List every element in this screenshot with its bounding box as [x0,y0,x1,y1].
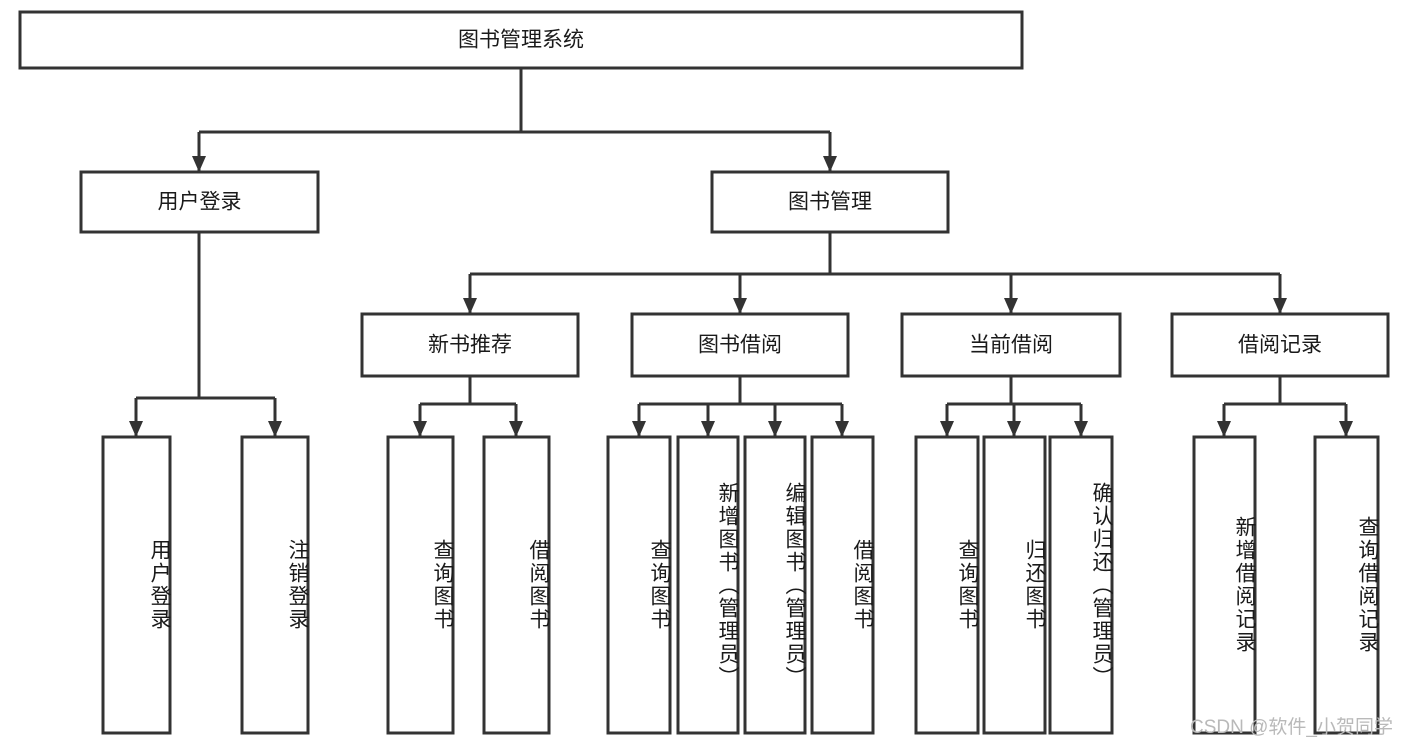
connector-layer [129,68,1353,437]
arrow-head-icon [823,156,837,172]
node-box-layer [18,10,1390,735]
arrow-head-icon [768,421,782,437]
node-leaf-4[interactable] [606,435,672,735]
connector-borrow-to-leaves [637,376,844,437]
node-level2-3-label: 借阅记录 [1238,334,1322,357]
arrow-head-icon [940,421,954,437]
arrow-head-icon [413,421,427,437]
node-level2-2[interactable] [900,312,1122,378]
node-leaf-12[interactable] [1313,435,1380,735]
arrow-head-icon [733,298,747,314]
node-leaf-2[interactable] [386,435,455,735]
arrow-head-icon [463,298,477,314]
arrow-head-icon [1074,421,1088,437]
connector-newbook-to-leaves [418,376,518,437]
node-leaf-8[interactable] [914,435,980,735]
node-level2-1[interactable] [630,312,850,378]
node-level1-1[interactable] [710,170,950,234]
arrow-head-icon [192,156,206,172]
node-leaf-9[interactable] [982,435,1047,735]
node-root-图书管理系统-label: 图书管理系统 [458,29,584,52]
node-leaf-10[interactable] [1048,435,1114,735]
arrow-head-icon [1273,298,1287,314]
node-level2-1-label: 图书借阅 [698,334,782,357]
node-level2-0[interactable] [360,312,580,378]
node-level1-1-label: 图书管理 [788,191,872,214]
node-level2-0-label: 新书推荐 [428,334,512,357]
arrow-head-icon [1217,421,1231,437]
connector-login-to-leaves [134,232,277,437]
arrow-head-icon [1339,421,1353,437]
node-leaf-11[interactable] [1192,435,1257,735]
node-leaf-0[interactable] [101,435,172,735]
watermark-text: CSDN @软件_小贺同学 [1190,717,1393,738]
connector-record-to-leaves [1222,376,1348,437]
node-level1-0[interactable] [79,170,320,234]
arrow-head-icon [835,421,849,437]
node-leaf-3[interactable] [482,435,551,735]
node-level2-2-label: 当前借阅 [969,334,1053,357]
arrow-head-icon [129,421,143,437]
arrow-head-icon [268,421,282,437]
node-leaf-5[interactable] [676,435,740,735]
connector-root-to-level1 [197,68,832,172]
arrow-head-icon [701,421,715,437]
node-level2-3[interactable] [1170,312,1390,378]
node-leaf-1[interactable] [240,435,310,735]
arrow-head-icon [632,421,646,437]
connector-books-to-level2 [468,232,1282,314]
arrow-head-icon [509,421,523,437]
node-leaf-7[interactable] [810,435,875,735]
arrow-head-icon [1004,298,1018,314]
arrow-head-icon [1007,421,1021,437]
node-leaf-6[interactable] [743,435,807,735]
node-root-图书管理系统[interactable] [18,10,1024,70]
node-level1-0-label: 用户登录 [158,191,242,214]
